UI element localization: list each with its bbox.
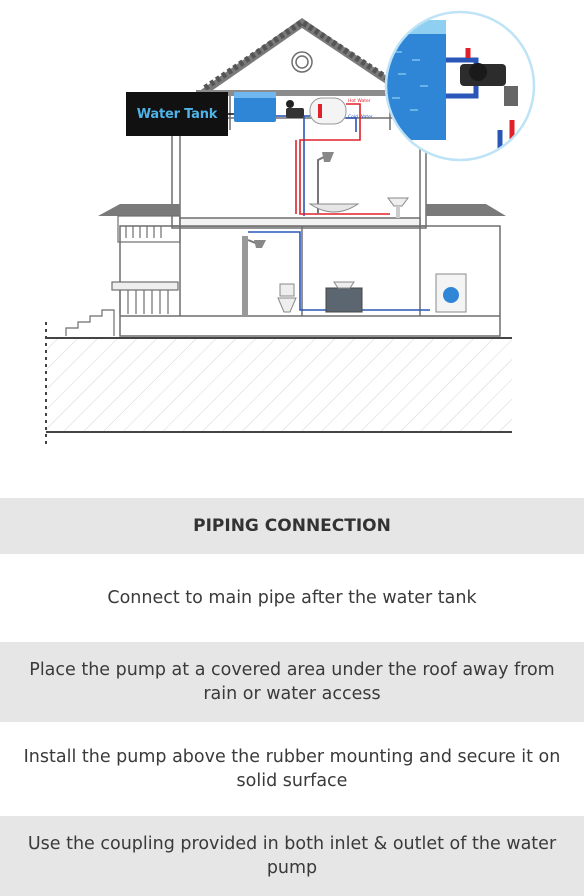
roof-water-tank: [234, 92, 276, 122]
washing-machine: [435, 273, 467, 313]
side-roof-left: [98, 204, 181, 243]
toilet: [277, 283, 297, 313]
bathtub: [308, 203, 360, 213]
house-piping-diagram: Hot Water Cold Water: [45, 10, 536, 448]
piping-instructions: PIPING CONNECTION Connect to main pipe a…: [0, 498, 584, 896]
section-title: PIPING CONNECTION: [0, 498, 584, 554]
shower-lower: [242, 236, 266, 316]
sink-upper: [387, 197, 409, 218]
water-tank-label: Water Tank: [126, 92, 228, 136]
ground: [45, 322, 512, 448]
water-heater: [309, 97, 347, 125]
pump-small: [286, 100, 304, 118]
step-3: Install the pump above the rubber mounti…: [23, 747, 561, 791]
step-1: Connect to main pipe after the water tan…: [107, 588, 477, 608]
hot-pipe: [295, 103, 390, 215]
zoom-detail: [384, 10, 536, 162]
hot-water-label: Hot Water: [348, 98, 371, 104]
vanity-sink: [325, 281, 363, 313]
step-2: Place the pump at a covered area under t…: [0, 642, 584, 722]
porch: [65, 281, 179, 336]
cold-pipe: [248, 115, 430, 311]
step-4: Use the coupling provided in both inlet …: [0, 816, 584, 896]
shower-upper: [317, 152, 334, 214]
side-roof-right: [426, 204, 506, 216]
